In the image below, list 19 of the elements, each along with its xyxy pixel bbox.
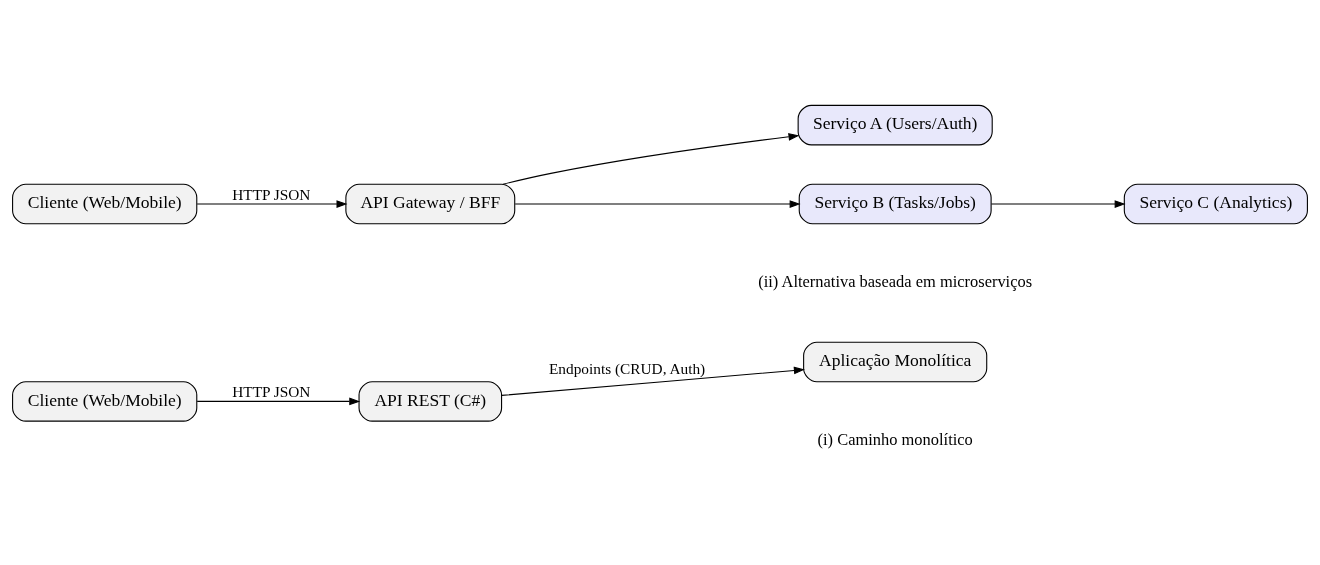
- node-box: Cliente (Web/Mobile): [12, 380, 198, 422]
- arrow: [990, 199, 1126, 208]
- node-box: Serviço B (Tasks/Jobs): [798, 183, 992, 224]
- node-box: Cliente (Web/Mobile): [12, 183, 198, 224]
- label: (ii) Alternativa baseada em microserviços: [758, 271, 1033, 291]
- node-box: Serviço A (Users/Auth): [797, 104, 993, 145]
- arrow: [196, 397, 361, 405]
- edge-label: HTTP JSON: [232, 382, 311, 400]
- label: (i) Caminho monolítico: [817, 429, 973, 449]
- edge-label: HTTP JSON: [232, 185, 311, 203]
- arrow: [514, 199, 801, 208]
- arrow: [502, 132, 800, 185]
- node-box: API REST (C#): [358, 380, 503, 422]
- arrow: [501, 366, 805, 396]
- node-box: API Gateway / BFF: [345, 183, 516, 224]
- arrow: [196, 199, 348, 208]
- edge-label: Endpoints (CRUD, Auth): [548, 359, 706, 377]
- node-box: Aplicação Monolítica: [803, 341, 988, 382]
- node-box: Serviço C (Analytics): [1123, 183, 1308, 224]
